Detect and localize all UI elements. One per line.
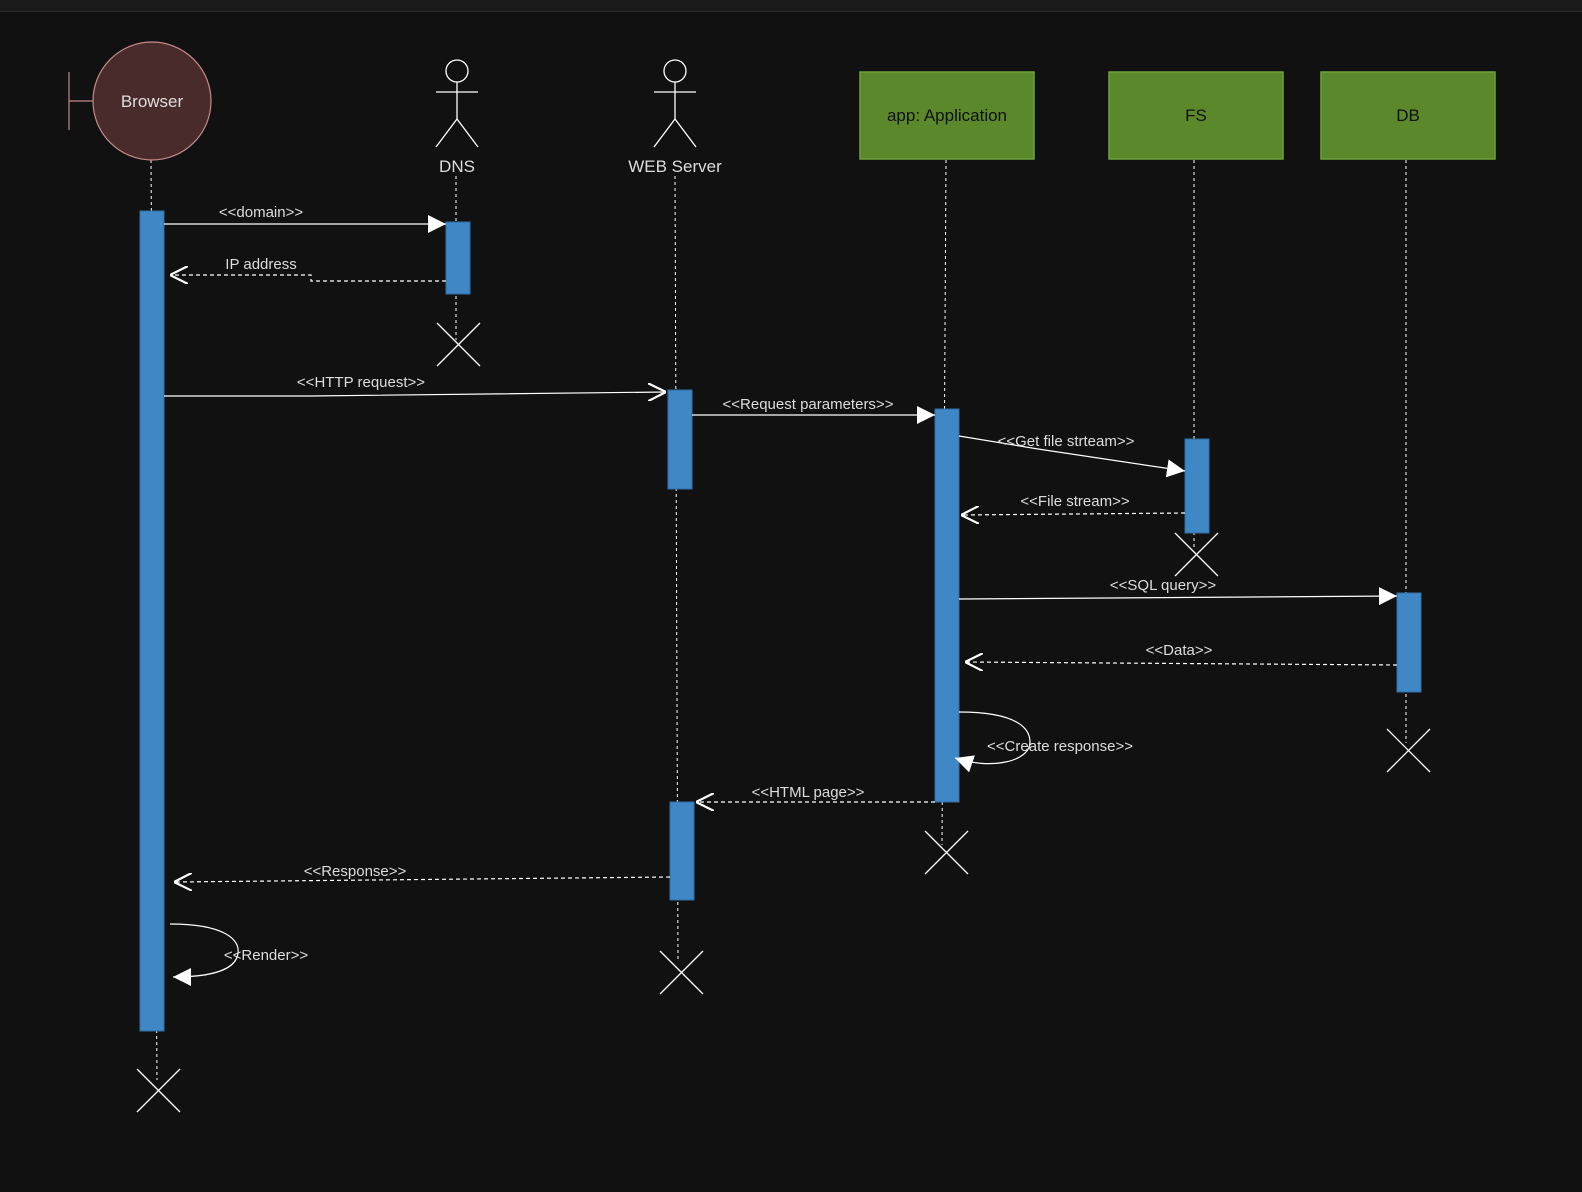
destroy-x-db [1386,728,1431,773]
destroy-x-browser [136,1068,181,1113]
participant-dns[interactable]: DNS [435,59,479,176]
participant-label: app: Application [887,106,1007,125]
message-data-arrow[interactable] [965,662,1398,665]
actor-icon [653,59,697,148]
message-label-params: <<Request parameters>> [723,396,894,413]
participant-label: DB [1396,106,1420,125]
message-filestream-arrow[interactable] [961,513,1186,515]
message-label-http: <<HTTP request>> [297,374,425,391]
participant-fs[interactable]: FS [1108,71,1284,160]
message-label-response: <<Response>> [304,863,407,880]
message-create-arrow[interactable] [954,711,1031,773]
window-top-bar [0,0,1582,12]
boundary-circle [92,41,212,161]
participant-browser[interactable]: Browser [68,41,212,161]
participant-db[interactable]: DB [1320,71,1496,160]
message-label-filestream: <<File stream>> [1020,493,1129,510]
message-render-arrow[interactable] [169,923,239,986]
participant-label: Browser [121,92,184,111]
participant-label: DNS [439,157,475,176]
destroy-x-dns [436,322,481,367]
message-label-create: <<Create response>> [987,738,1133,755]
message-response-arrow[interactable] [174,877,671,882]
component-box [1108,71,1284,160]
destroy-x-fs [1174,532,1219,577]
activation-browser[interactable] [139,210,165,1032]
destroy-x-app [924,830,969,875]
message-label-render: <<Render>> [224,947,308,964]
participant-label: WEB Server [628,157,722,176]
message-label-data: <<Data>> [1146,642,1213,659]
activation-web-2[interactable] [669,801,695,901]
message-label-getfile: <<Get file strteam>> [998,433,1135,450]
message-http-arrow[interactable] [164,392,666,396]
message-label-sql: <<SQL query>> [1110,577,1216,594]
activation-dns[interactable] [445,221,471,295]
component-box [1320,71,1496,160]
participant-web-server[interactable]: WEB Server [628,59,722,176]
activation-db[interactable] [1396,592,1422,693]
message-ip-arrow[interactable] [170,275,446,281]
participant-label: FS [1185,106,1207,125]
activation-web-1[interactable] [667,389,693,490]
message-label-domain: <<domain>> [219,204,303,221]
participant-app[interactable]: app: Application [859,71,1035,160]
message-sql-arrow[interactable] [958,587,1398,606]
boundary-icon [68,72,93,130]
actor-icon [435,59,479,148]
component-box [859,71,1035,160]
message-label-html: <<HTML page>> [752,784,865,801]
activation-app[interactable] [934,408,960,803]
destroy-x-web [659,950,704,995]
message-getfile-arrow[interactable] [958,435,1186,478]
activation-fs[interactable] [1184,438,1210,534]
message-label-ip: IP address [225,256,296,273]
